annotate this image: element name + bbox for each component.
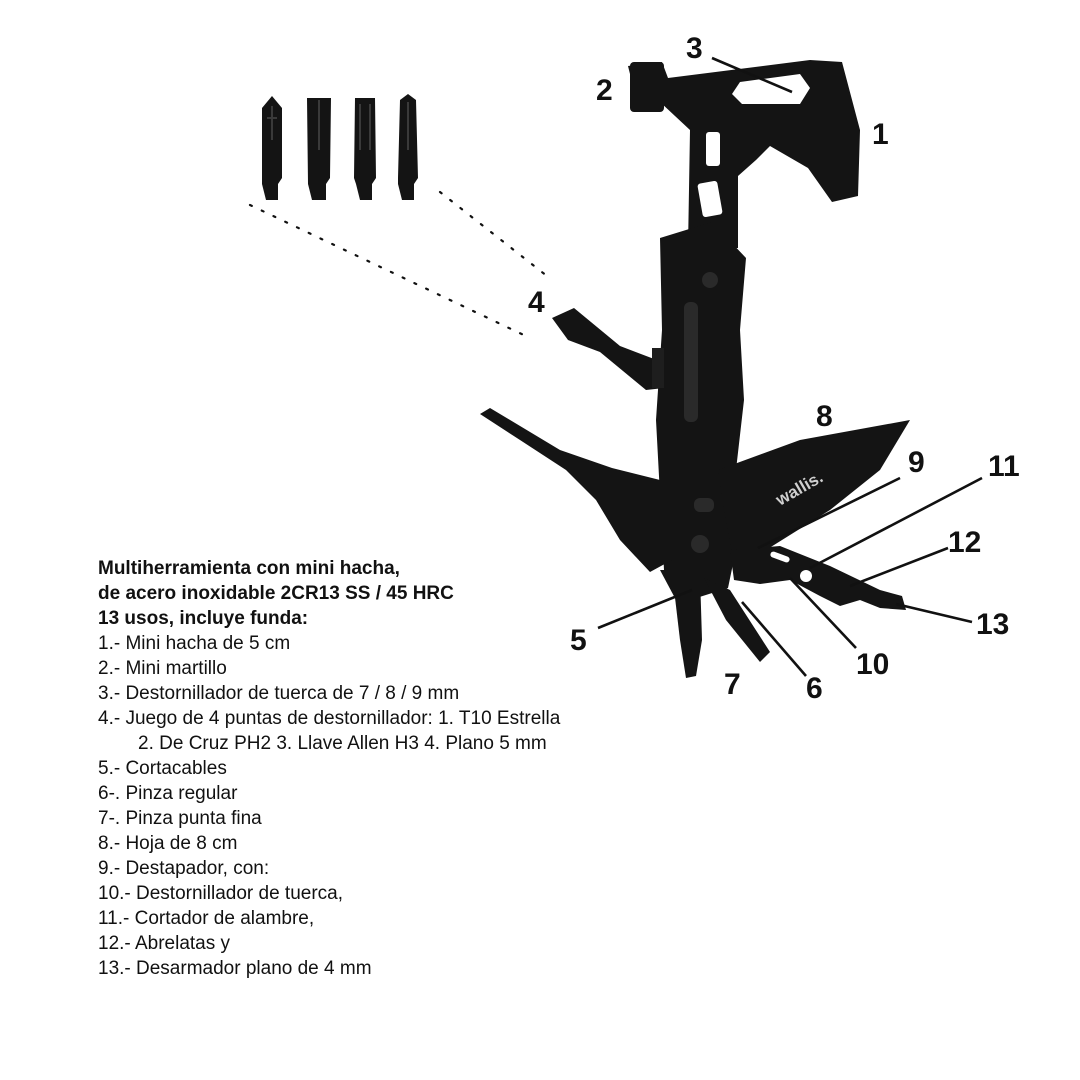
bit-icon	[354, 98, 376, 200]
callout-4: 4	[528, 286, 545, 319]
spec-heading-line: Multiherramienta con mini hacha,	[98, 558, 400, 579]
multitool	[480, 60, 910, 678]
spec-item: 3.- Destornillador de tuerca de 7 / 8 / …	[98, 683, 460, 704]
spec-item-continuation: 2. De Cruz PH2 3. Llave Allen H3 4. Plan…	[138, 733, 547, 754]
bit-guide-lines	[248, 190, 554, 340]
spec-item: 11.- Cortador de alambre,	[98, 908, 315, 929]
spec-item: 6-. Pinza regular	[98, 783, 238, 804]
callout-12: 12	[948, 526, 981, 559]
spec-item: 2.- Mini martillo	[98, 658, 227, 679]
callout-1: 1	[872, 118, 889, 151]
bit-icon	[262, 96, 282, 200]
tool-details	[684, 74, 812, 582]
spec-item: 13.- Desarmador plano de 4 mm	[98, 958, 372, 979]
spec-item: 4.- Juego de 4 puntas de destornillador:…	[98, 708, 561, 729]
spec-item: 10.- Destornillador de tuerca,	[98, 883, 344, 904]
callout-10: 10	[856, 648, 889, 681]
screwdriver-bits	[262, 94, 418, 200]
callout-7: 7	[724, 668, 741, 701]
callout-6: 6	[806, 672, 823, 705]
bit-icon	[398, 94, 418, 200]
callout-13: 13	[976, 608, 1009, 641]
pliers-jaw	[672, 572, 702, 678]
callout-5: 5	[570, 624, 587, 657]
axe-head	[628, 60, 860, 248]
lever-arm	[480, 408, 672, 572]
spec-item: 1.- Mini hacha de 5 cm	[98, 633, 291, 654]
leader-lines	[597, 56, 983, 677]
spec-heading-line: de acero inoxidable 2CR13 SS / 45 HRC	[98, 583, 454, 604]
callout-numbers: 1 2 3 4 5 6 7 8 9 10 11 12 13	[528, 32, 1020, 705]
spec-text-block: Multiherramienta con mini hacha, de acer…	[98, 556, 658, 981]
spec-item: 8.- Hoja de 8 cm	[98, 833, 238, 854]
bit-holder	[552, 308, 664, 390]
spec-heading-line: 13 usos, incluye funda:	[98, 608, 309, 629]
callout-11: 11	[988, 450, 1020, 483]
callout-8: 8	[816, 400, 833, 433]
callout-2: 2	[596, 74, 613, 107]
spec-item: 9.- Destapador, con:	[98, 858, 270, 879]
spec-item: 12.- Abrelatas y	[98, 933, 231, 954]
spec-item: 5.- Cortacables	[98, 758, 227, 779]
knife-blade	[718, 420, 910, 552]
bit-icon	[307, 98, 331, 200]
pliers-jaw	[704, 578, 770, 662]
pliers-jaw	[660, 570, 690, 600]
callout-9: 9	[908, 446, 925, 479]
hammer-head	[630, 62, 664, 112]
callout-3: 3	[686, 32, 703, 65]
lower-tools	[730, 546, 906, 610]
spec-item: 7-. Pinza punta fina	[98, 808, 262, 829]
